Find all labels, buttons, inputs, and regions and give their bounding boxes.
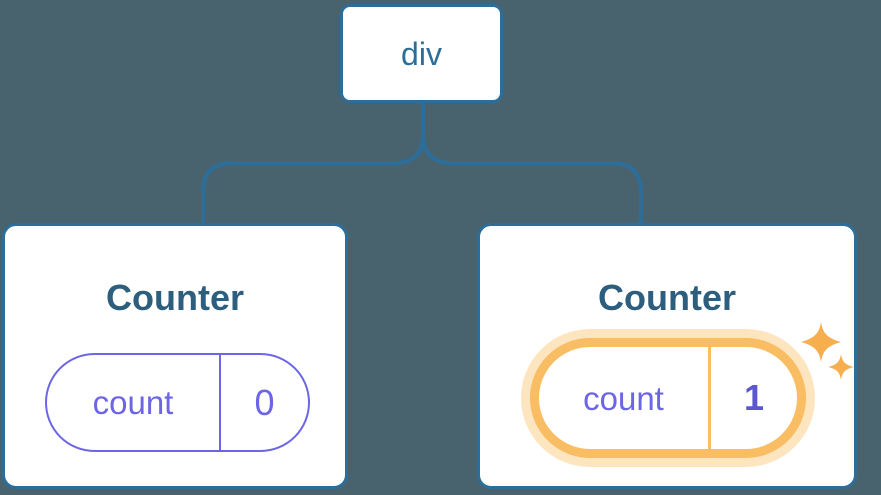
state-key-left: count (47, 355, 221, 450)
sparkle-icon (801, 322, 854, 380)
connector-left-branch (201, 101, 425, 224)
state-pill-left: count 0 (45, 353, 310, 452)
sparkle-star-large (801, 322, 841, 362)
root-node-label: div (401, 35, 442, 72)
root-node-div: div (340, 4, 503, 103)
state-pill-highlighted: count 1 (530, 338, 806, 458)
component-title-right: Counter (598, 277, 736, 318)
connector-right-branch (421, 101, 643, 224)
state-key-right: count (539, 347, 711, 449)
sparkle-star-small (828, 354, 854, 380)
component-title-left: Counter (106, 277, 244, 318)
counter-card-left: Counter count 0 (2, 223, 348, 489)
counter-card-right: Counter count 1 (477, 223, 857, 489)
state-value-left: 0 (254, 381, 275, 423)
state-value-right: 1 (743, 377, 765, 418)
